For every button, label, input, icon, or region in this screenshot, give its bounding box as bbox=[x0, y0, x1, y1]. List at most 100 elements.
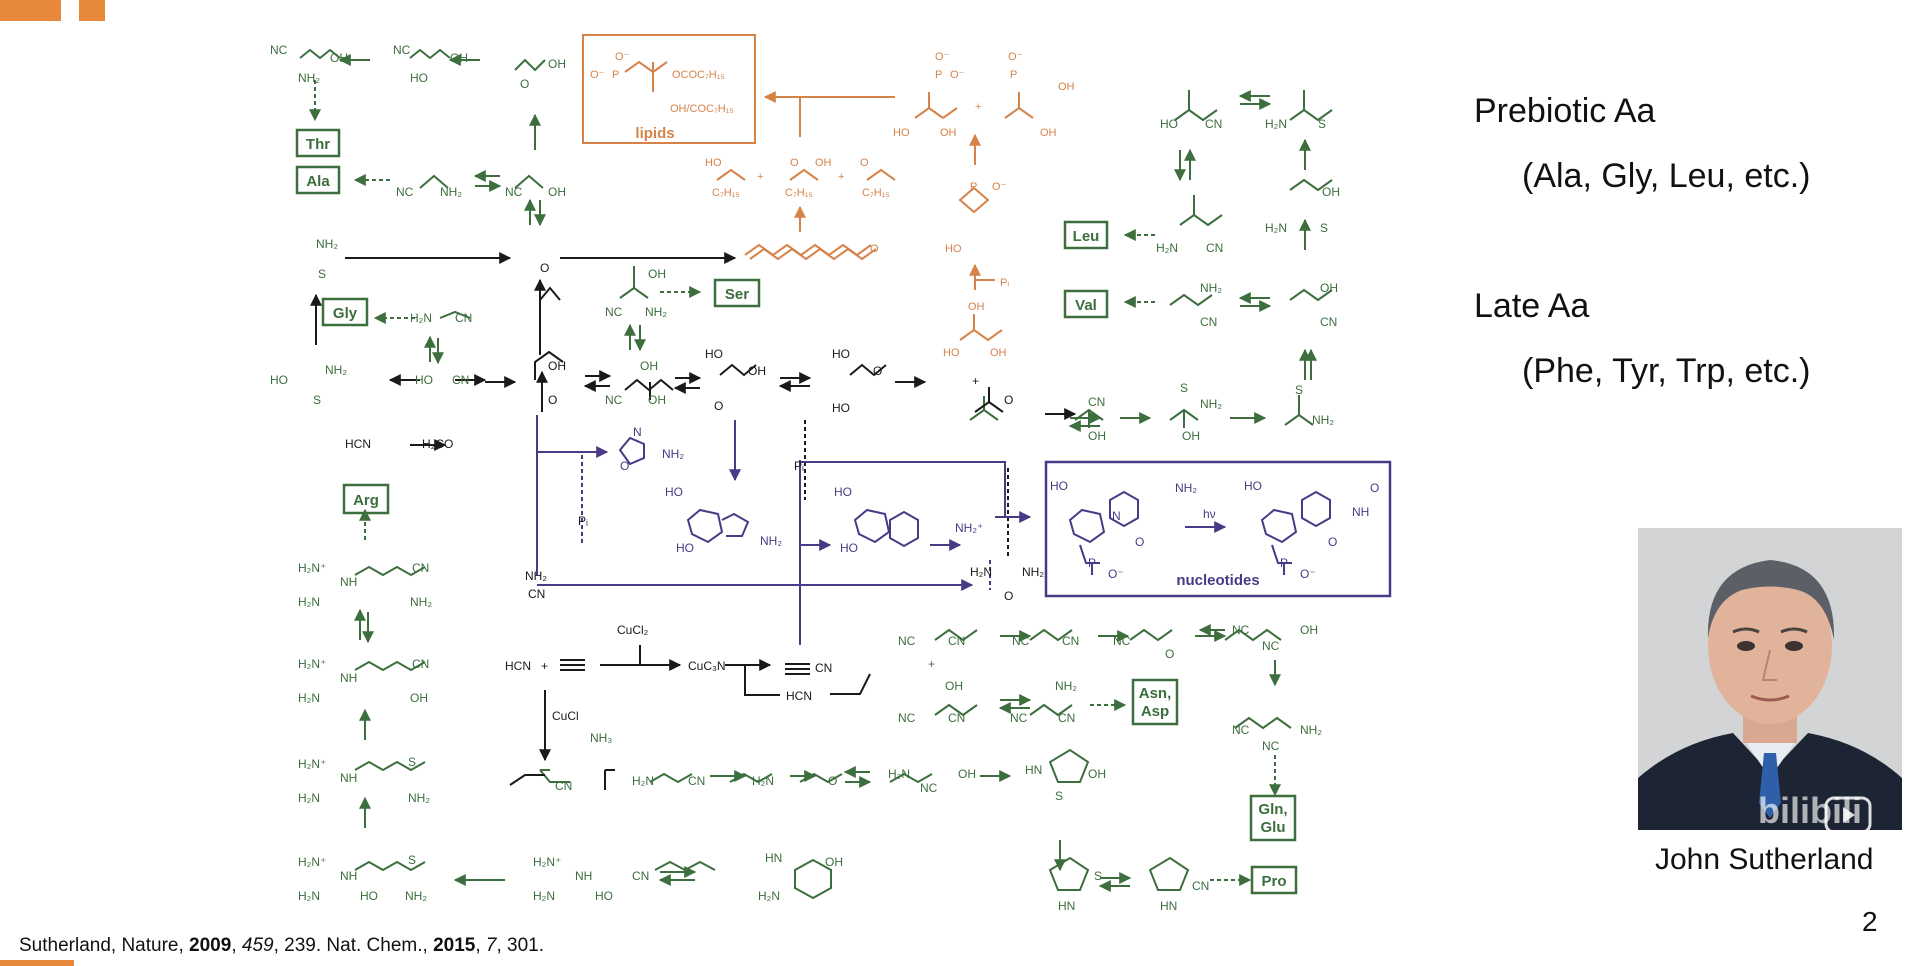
atom-label: O bbox=[520, 77, 529, 91]
atom-label: NH bbox=[575, 869, 592, 883]
atom-label: NH₂ bbox=[760, 534, 782, 548]
atom-label: C₇H₁₅ bbox=[785, 187, 813, 199]
atom-label: H₂N bbox=[970, 565, 992, 579]
atom-label: HO bbox=[1244, 479, 1262, 493]
thr-box bbox=[295, 128, 341, 158]
leu-label: Leu bbox=[1073, 228, 1100, 245]
atom-label: O⁻ bbox=[950, 69, 965, 81]
pro-box bbox=[1250, 865, 1298, 895]
atom-label: NH₂ bbox=[525, 569, 547, 583]
atom-label: OH bbox=[640, 359, 658, 373]
atom-label: S bbox=[408, 755, 416, 769]
atom-label: CuC₃N bbox=[688, 659, 726, 673]
asn-label: Asn, bbox=[1139, 685, 1172, 702]
atom-label: H₂N bbox=[533, 889, 555, 903]
atom-label: O⁻ bbox=[1300, 567, 1316, 581]
atom-label: NH₂ bbox=[1200, 397, 1222, 411]
atom-label: CN bbox=[412, 657, 429, 671]
atom-label: Pᵢ bbox=[578, 514, 588, 528]
atom-label: O bbox=[870, 243, 879, 255]
atom-label: OH bbox=[1040, 127, 1057, 139]
atom-label: H₂N bbox=[758, 889, 780, 903]
atom-label: NC bbox=[898, 711, 916, 725]
gln-glu-box bbox=[1249, 794, 1297, 842]
citation-part: , bbox=[475, 935, 486, 956]
atom-label: Pᵢ bbox=[1000, 277, 1009, 289]
pro-label: Pro bbox=[1261, 873, 1286, 890]
atom-label: HO bbox=[893, 127, 910, 139]
atom-label: HCN bbox=[345, 437, 371, 451]
atom-label: OH bbox=[450, 51, 468, 65]
atom-label: O bbox=[790, 157, 799, 169]
arg-box bbox=[342, 483, 390, 515]
atom-label: hν bbox=[1203, 507, 1216, 521]
atom-label: P bbox=[935, 69, 942, 81]
atom-label: O bbox=[620, 459, 629, 473]
atom-label: NH₂ bbox=[316, 237, 338, 251]
atom-label: H₂N bbox=[1265, 221, 1287, 235]
atom-label: S bbox=[408, 853, 416, 867]
portrait-drawing bbox=[1638, 528, 1902, 830]
atom-label: NC bbox=[1113, 634, 1131, 648]
ser-label: Ser bbox=[725, 286, 749, 303]
atom-label: H₂N⁺ bbox=[298, 657, 326, 671]
asn-asp-box bbox=[1131, 678, 1179, 726]
atom-label: O⁻ bbox=[590, 69, 605, 81]
atom-label: OH bbox=[940, 127, 957, 139]
atom-label: HO bbox=[1050, 479, 1068, 493]
atom-label: NH₂ bbox=[325, 363, 347, 377]
citation-volume: 459 bbox=[241, 935, 274, 956]
atom-label: OH bbox=[548, 185, 566, 199]
prebiotic-amino-acids-examples: (Ala, Gly, Leu, etc.) bbox=[1522, 157, 1811, 195]
atom-label: OH bbox=[548, 57, 566, 71]
atom-label: NH bbox=[340, 575, 357, 589]
atom-label: NH₂⁺ bbox=[955, 521, 983, 535]
atom-label: NC bbox=[920, 781, 938, 795]
atom-label: S bbox=[1180, 381, 1188, 395]
atom-label: CN bbox=[632, 869, 649, 883]
atom-label: + bbox=[757, 171, 763, 183]
atom-label: HO bbox=[360, 889, 378, 903]
atom-label: NC bbox=[1262, 639, 1280, 653]
atom-label: NH₂ bbox=[645, 305, 667, 319]
atom-label: CN bbox=[1200, 315, 1217, 329]
asp-label: Asp bbox=[1141, 703, 1169, 720]
atom-label: OH bbox=[330, 51, 348, 65]
atom-label: HO bbox=[832, 347, 850, 361]
val-box bbox=[1063, 289, 1109, 319]
lipids-label: lipids bbox=[635, 125, 674, 142]
atom-label: CuCl bbox=[552, 709, 579, 723]
atom-label: CN bbox=[528, 587, 545, 601]
atom-label: NC bbox=[605, 305, 623, 319]
atom-label: HO bbox=[595, 889, 613, 903]
prebiotic-amino-acids-title: Prebiotic Aa bbox=[1474, 92, 1656, 130]
arg-label: Arg bbox=[353, 492, 379, 509]
atom-label: C₇H₁₅ bbox=[712, 187, 740, 199]
atom-label: H₂N bbox=[888, 767, 910, 781]
atom-label: P bbox=[1280, 556, 1288, 570]
atom-label: OH bbox=[1320, 281, 1338, 295]
lipid-pathways bbox=[582, 34, 1034, 342]
atom-label: NC bbox=[1012, 634, 1030, 648]
atom-label: O bbox=[1004, 589, 1013, 603]
atom-label: CN bbox=[815, 661, 832, 675]
black-pathways bbox=[345, 252, 1077, 786]
atom-label: O⁻ bbox=[615, 51, 630, 63]
atom-label: O bbox=[714, 399, 723, 413]
atom-label: H₂N bbox=[298, 691, 320, 705]
atom-label: CN bbox=[948, 711, 965, 725]
atom-label: H₂N bbox=[1265, 117, 1287, 131]
atom-label: CN bbox=[1205, 117, 1222, 131]
atom-label: OH bbox=[648, 267, 666, 281]
atom-label: O bbox=[1165, 647, 1174, 661]
atom-label: O bbox=[828, 774, 837, 788]
atom-label: C₇H₁₅ bbox=[862, 187, 890, 199]
atom-label: HO bbox=[676, 541, 694, 555]
atom-label: HO bbox=[270, 373, 288, 387]
play-icon[interactable] bbox=[1822, 788, 1874, 840]
atom-label: NH bbox=[340, 869, 357, 883]
atom-label: H₂N bbox=[632, 774, 654, 788]
atom-label: NH₂ bbox=[408, 791, 430, 805]
atom-label: P bbox=[612, 69, 619, 81]
atom-label: H₂N bbox=[298, 595, 320, 609]
